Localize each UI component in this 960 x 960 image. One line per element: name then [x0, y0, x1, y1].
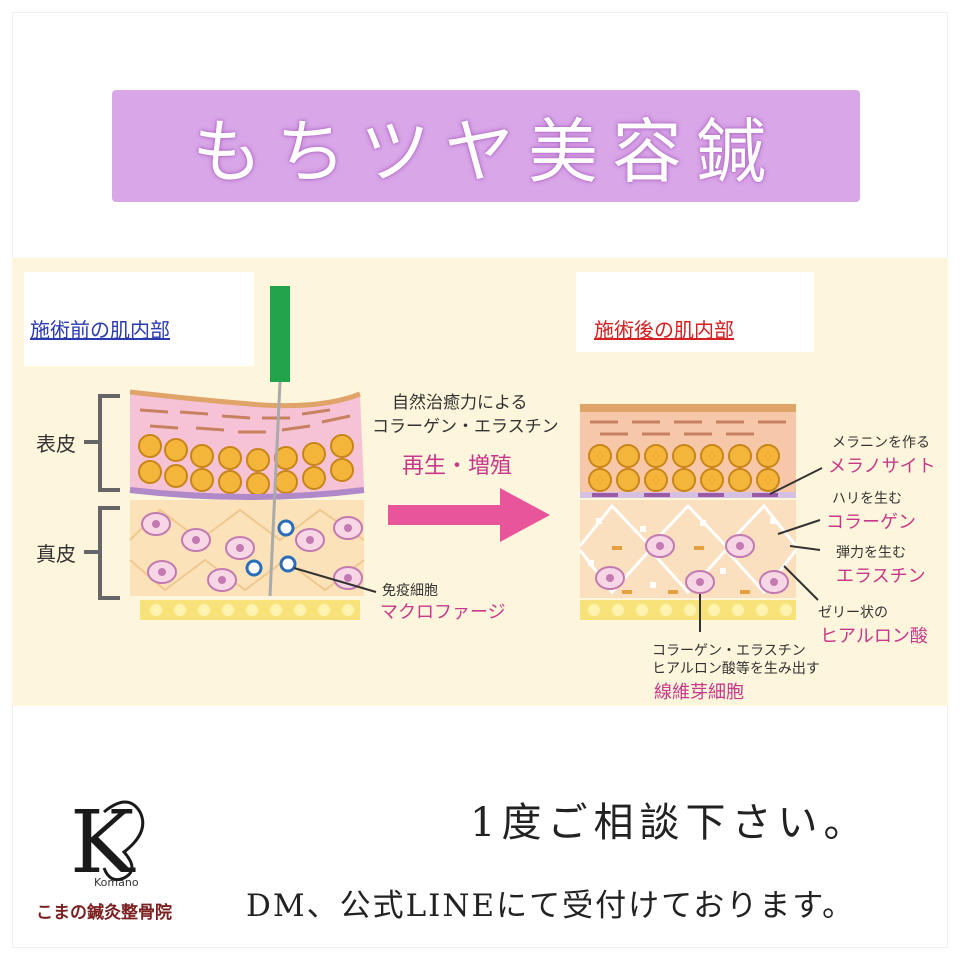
- macrophage-pointer: [293, 567, 377, 593]
- annotation-pointers: [699, 467, 823, 632]
- after-label: 施術後の肌内部: [594, 318, 734, 342]
- needle-handle: [270, 286, 290, 382]
- immune-name: マクロファージ: [380, 602, 506, 623]
- before-bottom-dots: [150, 604, 354, 616]
- footer-contact-text: DM、公式LINEにて受付けております。: [246, 888, 856, 924]
- collagen-label: ハリを生む: [832, 491, 902, 507]
- before-epidermis-dashes: [139, 408, 351, 434]
- arrow-caption-line2: コラーゲン・エラスチン: [372, 417, 559, 437]
- before-dermis-cell-nuclei: [152, 520, 352, 584]
- fibroblast-line1: コラーゲン・エラスチン: [652, 643, 806, 659]
- epidermis-bracket: [84, 394, 120, 492]
- page-title: もちツヤ美容鍼: [192, 110, 780, 193]
- before-dermis-fibers: [129, 508, 365, 592]
- dermis-bracket: [84, 506, 120, 600]
- collagen-name: コラーゲン: [826, 512, 916, 533]
- fibroblast-name: 線維芽細胞: [654, 682, 744, 703]
- before-label-box: [24, 272, 254, 366]
- after-basal-layer: [580, 492, 796, 498]
- logo-latin: Komano: [94, 876, 139, 889]
- before-epidermis-cells: [138, 434, 354, 496]
- before-label: 施術前の肌内部: [30, 318, 170, 342]
- before-surface-line: [129, 389, 361, 409]
- transition-arrow: [388, 488, 550, 542]
- collagen-dots: [588, 518, 776, 588]
- hyaluronic-name: ヒアルロン酸: [820, 626, 928, 647]
- after-bottom-dots: [588, 604, 792, 616]
- arrow-caption-line1: 自然治癒力による: [392, 393, 528, 413]
- arrow-caption-line3: 再生・増殖: [402, 454, 513, 479]
- hyaluronic-label: ゼリー状の: [818, 605, 888, 621]
- melanocytes: [592, 493, 778, 497]
- elastin-name: エラスチン: [836, 566, 926, 587]
- needle-shaft: [268, 381, 282, 597]
- clinic-name: こまの鍼灸整骨院: [36, 903, 172, 923]
- melanocyte-name: メラノサイト: [828, 456, 936, 477]
- after-epidermis-cells: [588, 444, 780, 492]
- melanocyte-label: メラニンを作る: [832, 435, 930, 451]
- fibroblast-line2: ヒアルロン酸等を生み出す: [652, 661, 820, 677]
- after-epidermis-dashes: [590, 420, 786, 436]
- logo-heart: [102, 800, 145, 882]
- after-dermis-fibers: [578, 503, 798, 595]
- immune-label: 免疫細胞: [382, 583, 438, 599]
- footer-consult-text: 1度ご相談下さい。: [470, 800, 870, 846]
- macrophage-cells: [245, 519, 297, 577]
- after-surface: [580, 404, 796, 412]
- epidermis-label: 表皮: [36, 432, 76, 456]
- after-label-box: [576, 272, 814, 352]
- title-banner: もちツヤ美容鍼: [112, 90, 860, 202]
- dermis-label: 真皮: [36, 542, 76, 566]
- fibroblast-nuclei: [606, 542, 778, 586]
- before-basal-layer: [129, 487, 365, 500]
- elastin-label: 弾力を生む: [836, 545, 906, 561]
